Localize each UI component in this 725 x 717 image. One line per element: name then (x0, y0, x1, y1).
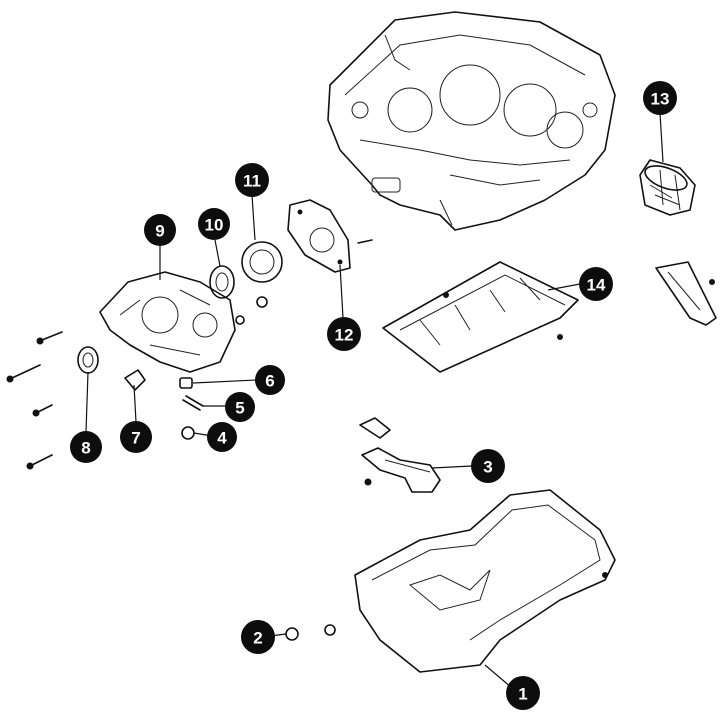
pump-rotor (241, 194, 283, 283)
svg-text:1: 1 (518, 685, 527, 704)
svg-text:5: 5 (235, 399, 244, 418)
svg-text:12: 12 (335, 326, 354, 345)
inner-rotor (209, 239, 235, 299)
o-ring (256, 296, 268, 308)
callout-7: 7 (120, 421, 152, 453)
callout-13: 13 (643, 81, 677, 115)
oil-strainer (359, 417, 473, 493)
callout-1: 1 (506, 676, 540, 710)
svg-text:14: 14 (587, 276, 606, 295)
svg-text:2: 2 (253, 629, 262, 648)
svg-text:6: 6 (265, 372, 274, 391)
callout-3: 3 (471, 449, 505, 483)
oil-seal (77, 346, 99, 433)
callout-8: 8 (70, 431, 102, 463)
svg-text:7: 7 (131, 429, 140, 448)
svg-text:3: 3 (483, 458, 492, 477)
callout-14: 14 (579, 267, 613, 301)
svg-text:9: 9 (155, 222, 164, 241)
relief-valve-parts (179, 377, 257, 440)
callout-2: 2 (241, 620, 275, 654)
oil-filter (639, 112, 696, 216)
front-cover-gasket (287, 199, 373, 319)
svg-text:8: 8 (81, 439, 90, 458)
drain-plug (269, 624, 336, 641)
svg-text:4: 4 (217, 429, 227, 448)
oil-pump-housing (99, 245, 236, 373)
callout-5: 5 (225, 392, 255, 422)
svg-text:11: 11 (243, 172, 261, 191)
svg-text:13: 13 (651, 90, 670, 109)
oil-pan (354, 489, 616, 689)
o-ring (235, 315, 245, 325)
svg-text:10: 10 (205, 216, 224, 235)
callout-9: 9 (144, 214, 176, 246)
callout-11: 11 (235, 163, 269, 197)
engine-block (327, 11, 616, 231)
bracket (655, 261, 717, 326)
callout-10: 10 (198, 208, 230, 240)
relief-plug (124, 369, 146, 423)
oil-baffle (382, 261, 581, 373)
callout-4: 4 (207, 422, 237, 452)
callout-6: 6 (255, 365, 285, 395)
bolts (6, 331, 63, 470)
callout-12: 12 (327, 317, 361, 351)
